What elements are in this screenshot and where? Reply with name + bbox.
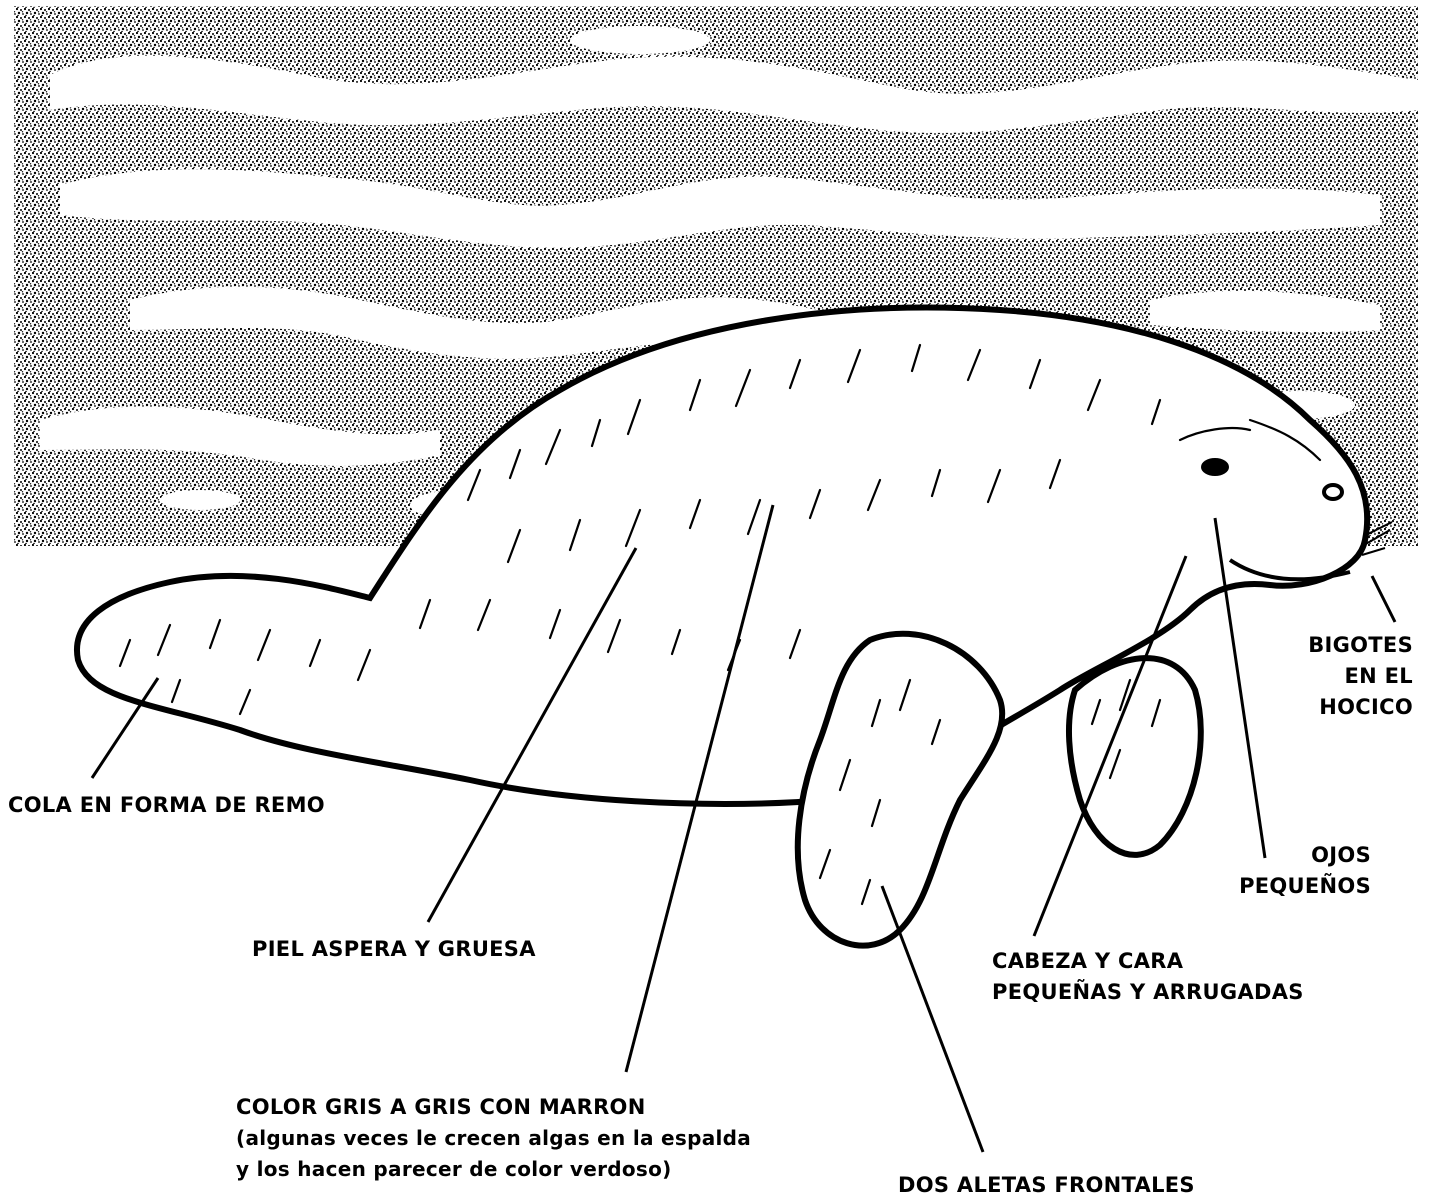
label-eyes: OJOS PEQUEÑOS bbox=[1239, 840, 1371, 902]
label-whiskers-line1: BIGOTES bbox=[1308, 630, 1413, 661]
label-eyes-line2: PEQUEÑOS bbox=[1239, 871, 1371, 902]
label-skin-text: PIEL ASPERA Y GRUESA bbox=[252, 934, 536, 965]
label-flippers: DOS ALETAS FRONTALES bbox=[898, 1170, 1195, 1201]
label-whiskers-line2: EN EL bbox=[1308, 661, 1413, 692]
label-head-line1: CABEZA Y CARA bbox=[992, 946, 1304, 977]
label-head: CABEZA Y CARA PEQUEÑAS Y ARRUGADAS bbox=[992, 946, 1304, 1008]
label-whiskers-line3: HOCICO bbox=[1308, 692, 1413, 723]
label-skin: PIEL ASPERA Y GRUESA bbox=[252, 934, 536, 965]
label-flippers-text: DOS ALETAS FRONTALES bbox=[898, 1170, 1195, 1201]
label-tail: COLA EN FORMA DE REMO bbox=[8, 790, 325, 821]
label-eyes-line1: OJOS bbox=[1239, 840, 1371, 871]
leader-whiskers bbox=[1372, 576, 1395, 622]
label-whiskers: BIGOTES EN EL HOCICO bbox=[1308, 630, 1413, 723]
label-tail-text: COLA EN FORMA DE REMO bbox=[8, 790, 325, 821]
label-color: COLOR GRIS A GRIS CON MARRON (algunas ve… bbox=[236, 1092, 751, 1185]
label-color-line1: COLOR GRIS A GRIS CON MARRON bbox=[236, 1092, 751, 1123]
label-color-line3: y los hacen parecer de color verdoso) bbox=[236, 1154, 751, 1185]
manatee-eye bbox=[1201, 458, 1229, 476]
leader-flippers bbox=[882, 886, 983, 1152]
label-head-line2: PEQUEÑAS Y ARRUGADAS bbox=[992, 977, 1304, 1008]
label-color-line2: (algunas veces le crecen algas en la esp… bbox=[236, 1123, 751, 1154]
